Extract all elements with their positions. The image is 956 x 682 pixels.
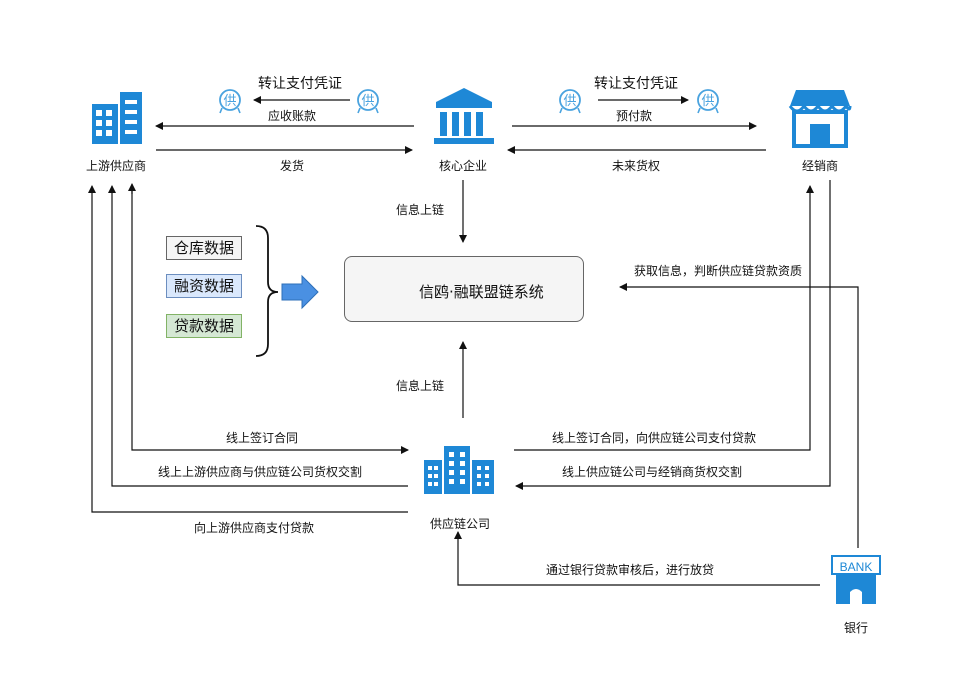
supply-chain-company-icon: [424, 446, 494, 494]
transfer-voucher-right-label: 转让支付凭证: [594, 76, 678, 92]
edge-bank-loan: [454, 531, 820, 586]
edge-sign-contract-right: [514, 185, 814, 451]
dealer-label: 经销商: [801, 159, 839, 173]
info-chain-top-label: 信息上链: [395, 203, 445, 217]
receivables-label: 应收账款: [267, 109, 317, 123]
bank-icon: [831, 555, 881, 604]
badge-char: 供: [701, 94, 714, 109]
core-enterprise-label: 核心企业: [438, 159, 488, 173]
badge-char: 供: [563, 94, 576, 109]
alliance-chain-system-box: 信鸥·融联盟链系统: [344, 256, 584, 322]
edge-sign-contract-left: [128, 183, 409, 454]
ship-label: 发货: [279, 159, 305, 173]
core-enterprise-icon: [434, 88, 494, 144]
financing-data-chip: 融资数据: [166, 274, 243, 298]
block-arrow: [281, 274, 319, 310]
warehouse-data-chip: 仓库数据: [166, 236, 243, 260]
supply-chain-company-label: 供应链公司: [429, 517, 491, 531]
bank-loan-label: 通过银行贷款审核后，进行放贷: [545, 563, 715, 577]
edge-pay-upstream: [88, 185, 408, 513]
transfer-voucher-left-label: 转让支付凭证: [258, 76, 342, 92]
edge-dealer-transfer: [515, 180, 831, 490]
prepayment-label: 预付款: [615, 109, 653, 123]
upstream-supplier-label: 上游供应商: [85, 159, 147, 173]
badge-char: 供: [361, 94, 374, 109]
curly-brace: [255, 225, 279, 357]
upstream-transfer-label: 线上上游供应商与供应链公司货权交割: [157, 465, 363, 479]
sign-contract-right-label: 线上签订合同，向供应链公司支付贷款: [551, 431, 757, 445]
loan-data-chip: 贷款数据: [166, 314, 243, 338]
dealer-transfer-label: 线上供应链公司与经销商货权交割: [561, 465, 743, 479]
future-rights-label: 未来货权: [611, 159, 661, 173]
sign-contract-left-label: 线上签订合同: [225, 431, 299, 445]
dealer-store-icon: [788, 90, 852, 148]
system-title: 信鸥·融联盟链系统: [419, 283, 544, 301]
edge-bank-info: [619, 283, 859, 548]
edge-upstream-transfer: [108, 185, 408, 487]
upstream-building-icon: [92, 92, 142, 144]
bank-label: 银行: [843, 621, 869, 635]
info-chain-bottom-label: 信息上链: [395, 379, 445, 393]
bank-info-label: 获取信息，判断供应链贷款资质: [633, 264, 803, 278]
supply-badge-icon: [219, 89, 719, 114]
pay-upstream-label: 向上游供应商支付贷款: [193, 521, 315, 535]
badge-char: 供: [223, 94, 236, 109]
bank-sign: BANK: [840, 560, 873, 574]
